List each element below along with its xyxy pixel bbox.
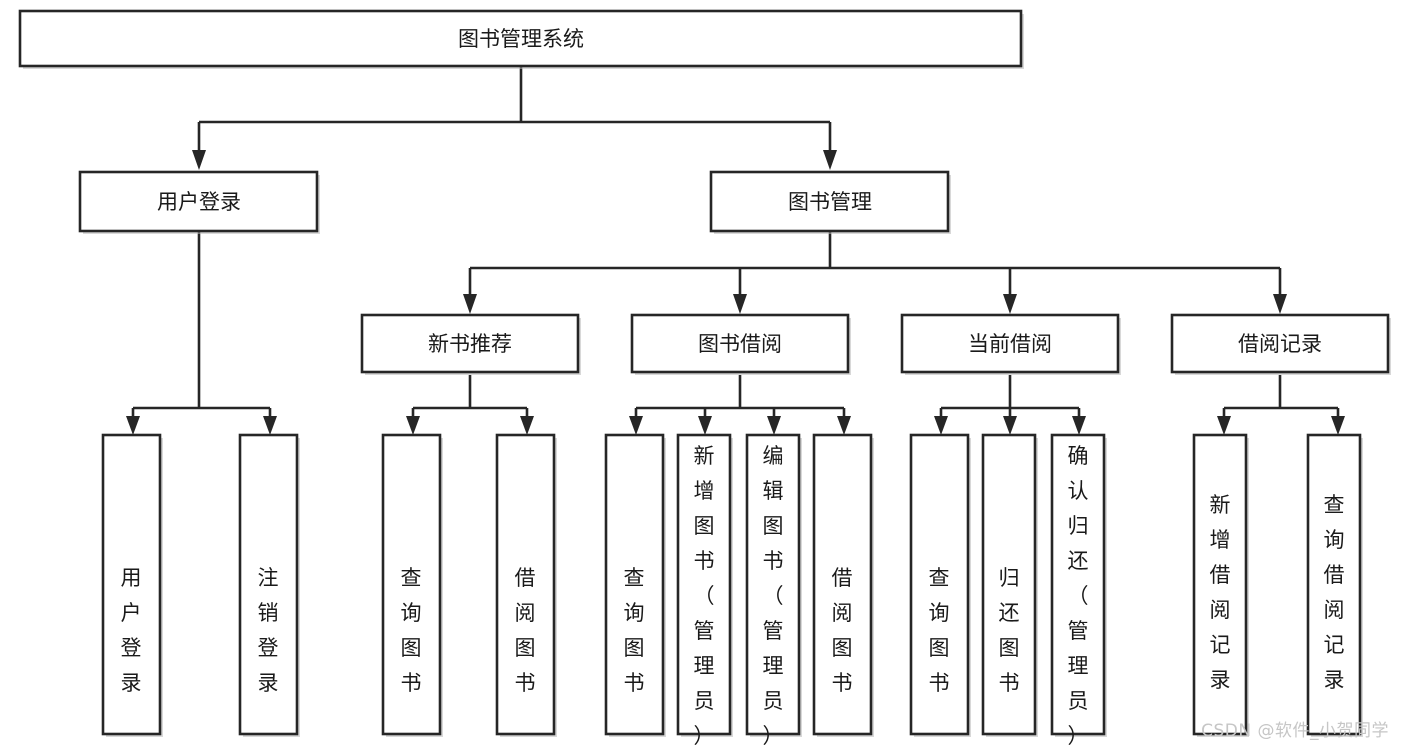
arrow-head-leaf-borrow-book-2 <box>837 416 851 435</box>
arrow-head-leaf-add-book <box>698 416 712 435</box>
arrow-head-leaf-logout <box>263 416 277 435</box>
csdn-watermark: CSDN @软件_小贺同学 <box>1201 721 1389 741</box>
node-current-borrow[interactable]: 当前借阅 <box>900 313 1121 375</box>
leaf-return-book-box <box>981 433 1037 736</box>
user-login-box <box>78 170 319 233</box>
arrow-head-leaf-edit-book <box>767 416 781 435</box>
book-borrow-label: 图书借阅 <box>698 332 782 356</box>
book-management-label: 图书管理 <box>788 190 872 214</box>
leaf-query-book-2-box <box>604 433 665 736</box>
leaf-node-borrow-book-recommend[interactable]: 借阅图书 <box>495 433 557 737</box>
leaf-borrow-book-2-label: 借阅图书 <box>832 566 853 695</box>
arrow-head-leaf-borrow-book-1 <box>520 416 534 435</box>
borrow-record-box <box>1170 313 1390 374</box>
node-book-borrow[interactable]: 图书借阅 <box>630 313 851 375</box>
arrow-head-book-mgmt <box>823 150 837 170</box>
arrow-head-leaf-confirm-return <box>1072 416 1086 435</box>
leaf-query-book-3-box <box>909 433 970 736</box>
arrow-head-leaf-query-record <box>1331 416 1345 435</box>
root-box <box>18 9 1023 68</box>
leaf-query-book-1-label: 查询图书 <box>401 566 422 695</box>
leaf-add-book-box <box>676 433 732 736</box>
book-management-box <box>709 170 950 233</box>
arrow-head-leaf-add-record <box>1217 416 1231 435</box>
leaf-query-record-box <box>1306 433 1362 736</box>
arrow-head-borrow-record <box>1273 294 1287 314</box>
leaf-node-add-book[interactable]: 新增图书（管理员） <box>676 433 733 747</box>
leaf-node-user-login[interactable]: 用户登录 <box>101 433 163 737</box>
arrow-head-leaf-user-login <box>126 416 140 435</box>
arrow-head-new-book <box>463 294 477 314</box>
leaf-add-record-label: 新增借阅记录 <box>1210 493 1231 692</box>
leaf-node-borrow-book[interactable]: 借阅图书 <box>812 433 874 737</box>
leaf-borrow-book-1-label: 借阅图书 <box>515 566 536 695</box>
leaf-query-record-label: 查询借阅记录 <box>1324 493 1345 692</box>
leaf-query-book-3-label: 查询图书 <box>929 566 950 695</box>
leaf-user-login-label: 用户登录 <box>121 566 142 695</box>
leaf-node-query-book-recommend[interactable]: 查询图书 <box>381 433 443 737</box>
node-user-login[interactable]: 用户登录 <box>78 170 320 234</box>
leaf-edit-book-box <box>745 433 801 736</box>
leaf-node-return-book[interactable]: 归还图书 <box>981 433 1038 737</box>
arrow-head-book-borrow <box>733 294 747 314</box>
leaf-node-logout[interactable]: 注销登录 <box>238 433 300 737</box>
new-book-recommend-box <box>360 313 580 374</box>
arrow-head-leaf-return-book <box>1003 416 1017 435</box>
arrow-head-leaf-query-book-3 <box>934 416 948 435</box>
node-borrow-record[interactable]: 借阅记录 <box>1170 313 1391 375</box>
connector-layer <box>126 66 1345 435</box>
leaf-user-login-box <box>101 433 162 736</box>
leaf-return-book-label: 归还图书 <box>999 566 1020 695</box>
node-book-management[interactable]: 图书管理 <box>709 170 951 234</box>
leaf-node-confirm-return[interactable]: 确认归还（管理员） <box>1050 433 1107 747</box>
new-book-recommend-label: 新书推荐 <box>428 332 512 356</box>
leaf-node-add-borrow-record[interactable]: 新增借阅记录 <box>1192 433 1249 737</box>
user-login-label: 用户登录 <box>157 190 241 214</box>
root-label: 图书管理系统 <box>458 27 584 51</box>
leaf-node-query-book-borrow[interactable]: 查询图书 <box>604 433 666 737</box>
leaf-query-book-1-box <box>381 433 442 736</box>
current-borrow-box <box>900 313 1120 374</box>
leaf-node-query-book-current[interactable]: 查询图书 <box>909 433 971 737</box>
borrow-record-label: 借阅记录 <box>1238 332 1322 356</box>
arrow-head-current-borrow <box>1003 294 1017 314</box>
arrow-head-user-login <box>192 150 206 170</box>
book-borrow-box <box>630 313 850 374</box>
node-root-system[interactable]: 图书管理系统 <box>18 9 1024 69</box>
leaf-logout-label: 注销登录 <box>258 566 279 695</box>
leaf-node-query-borrow-record[interactable]: 查询借阅记录 <box>1306 433 1363 737</box>
leaf-borrow-book-2-box <box>812 433 873 736</box>
leaf-add-record-box <box>1192 433 1248 736</box>
arrow-head-leaf-query-book-2 <box>629 416 643 435</box>
leaf-logout-box <box>238 433 299 736</box>
arrow-head-leaf-query-book-1 <box>406 416 420 435</box>
leaf-confirm-return-box <box>1050 433 1106 736</box>
leaf-confirm-return-label: 确认归还（管理员） <box>1068 444 1089 747</box>
node-new-book-recommend[interactable]: 新书推荐 <box>360 313 581 375</box>
leaf-add-book-label: 新增图书（管理员） <box>694 444 715 747</box>
leaf-edit-book-label: 编辑图书（管理员） <box>763 444 784 747</box>
leaf-query-book-2-label: 查询图书 <box>624 566 645 695</box>
current-borrow-label: 当前借阅 <box>968 332 1052 356</box>
leaf-borrow-book-1-box <box>495 433 556 736</box>
leaf-node-edit-book[interactable]: 编辑图书（管理员） <box>745 433 802 747</box>
